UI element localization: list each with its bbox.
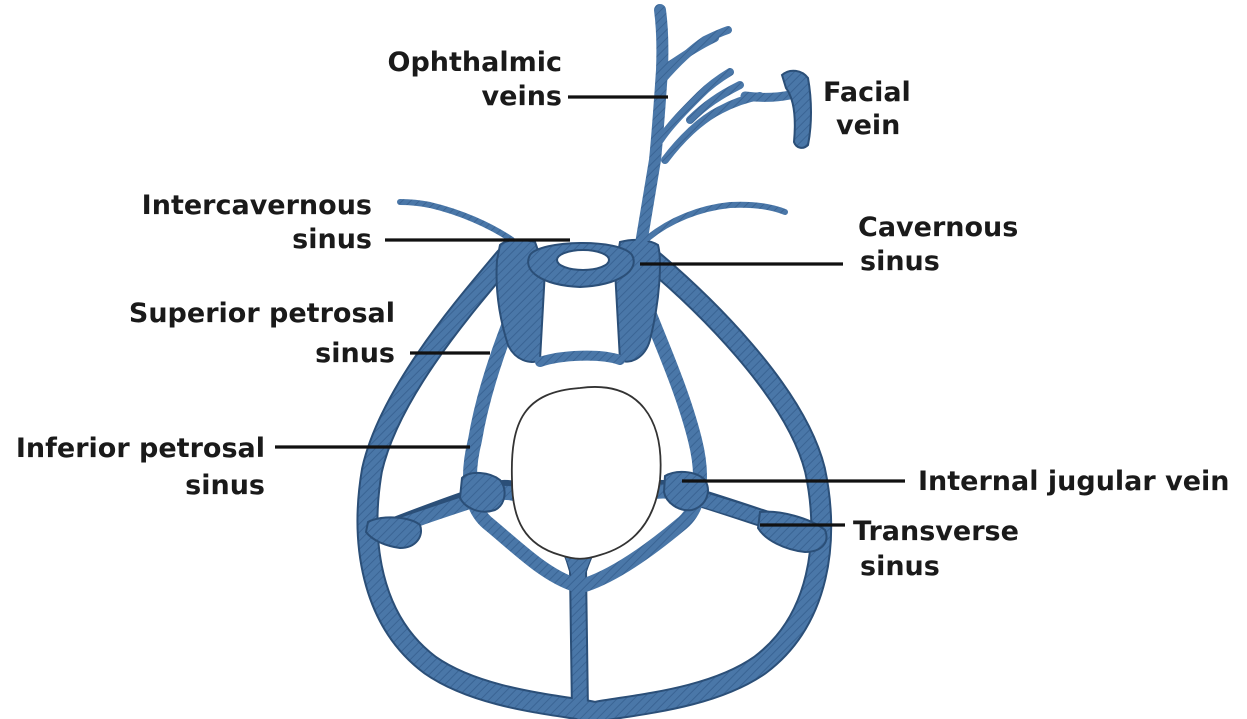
label-facial-line1: Facial: [823, 77, 911, 108]
label-cavernous-line2: sinus: [860, 246, 940, 277]
label-transverse-line1: Transverse: [853, 516, 1019, 547]
label-cavernous-line1: Cavernous: [858, 212, 1018, 243]
ophthalmic-branch-2: [670, 38, 715, 65]
jugular-node-right: [664, 472, 708, 510]
lower-intercavernous-bar: [540, 356, 620, 362]
label-superior-petrosal-line2: sinus: [315, 338, 395, 369]
label-inferior-petrosal-line1: Inferior petrosal: [16, 433, 265, 464]
vessel-network: [366, 10, 826, 712]
facial-connector: [745, 95, 790, 97]
label-inferior-petrosal-line2: sinus: [185, 470, 265, 501]
ophthalmic-trunk: [640, 10, 662, 250]
label-facial-line2: vein: [836, 110, 900, 141]
intercavernous-lumen: [557, 250, 609, 270]
jugular-node-left: [460, 473, 505, 512]
label-intercavernous-line1: Intercavernous: [142, 190, 372, 221]
cavernous-tributary-right: [648, 205, 785, 238]
cavernous-tributary-left: [400, 202, 512, 240]
label-intercavernous-line2: sinus: [292, 224, 372, 255]
sella-outline: [512, 387, 661, 559]
facial-vein: [782, 71, 811, 148]
label-internal-jugular: Internal jugular vein: [918, 466, 1230, 497]
label-transverse-line2: sinus: [860, 551, 940, 582]
label-ophthalmic-line2: veins: [482, 81, 562, 112]
label-superior-petrosal-line1: Superior petrosal: [129, 298, 395, 329]
confluence-stem: [578, 570, 580, 712]
label-ophthalmic-line1: Ophthalmic: [388, 47, 563, 78]
